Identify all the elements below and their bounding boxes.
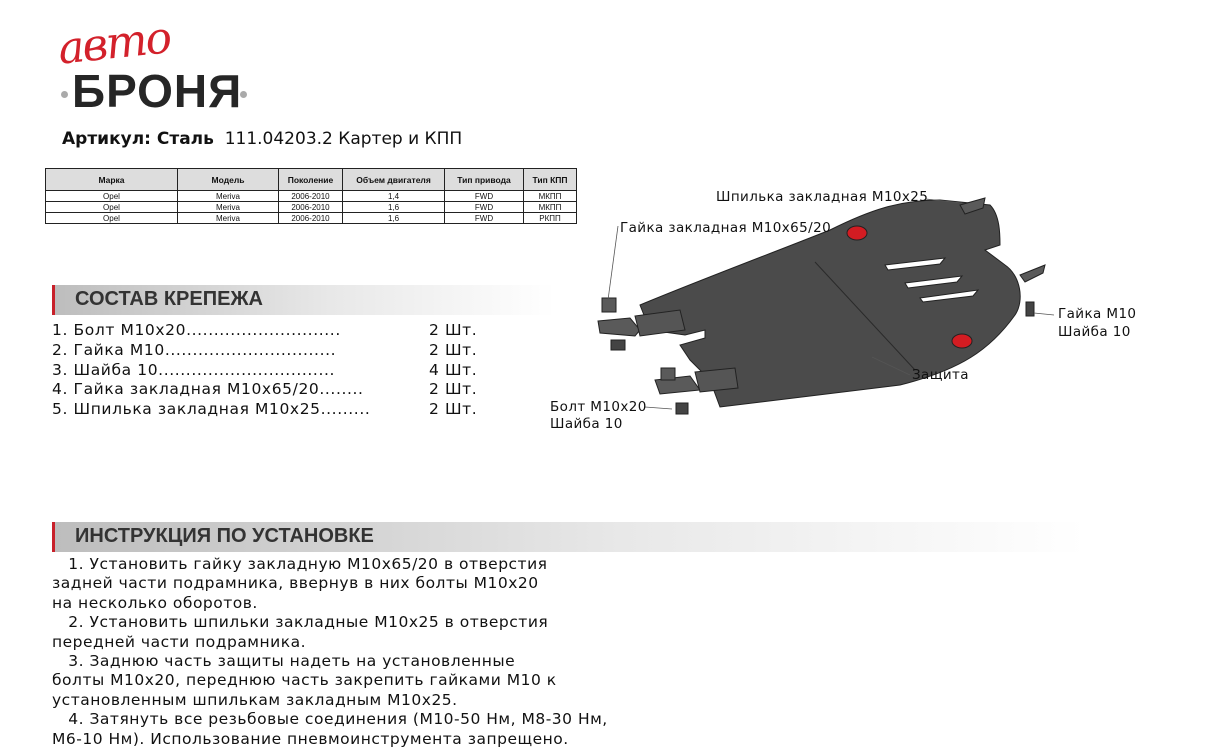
bracket-icon <box>597 317 641 337</box>
fasteners-title: СОСТАВ КРЕПЕЖА <box>75 288 263 310</box>
logo-rivet-icon <box>61 91 68 98</box>
fastener-qty: 2 Шт. <box>429 400 478 418</box>
article-label: Артикул: Сталь <box>62 129 214 149</box>
label-washer-left: Шайба 10 <box>550 416 623 432</box>
article-line: Артикул: Сталь 111.04203.2 Картер и КПП <box>62 129 462 149</box>
article-value: 111.04203.2 Картер и КПП <box>224 129 463 149</box>
instruction-line: установленным шпилькам закладным М10х25. <box>52 690 458 709</box>
instruction-line: передней части подрамника. <box>52 632 306 651</box>
instruction-line: 2. Установить шпильки закладные М10х25 в… <box>52 613 549 632</box>
fastener-name: 3. Шайба 10.............................… <box>52 361 336 379</box>
table-cell: РКПП <box>523 212 577 224</box>
embedded-nut-icon <box>601 297 617 313</box>
bracket-icon <box>694 367 739 393</box>
table-header: Тип привода <box>444 168 524 191</box>
label-washer-right: Шайба 10 <box>1058 324 1131 340</box>
table-header: Марка <box>45 168 178 191</box>
table-header-row: Марка Модель Поколение Объем двигателя Т… <box>45 168 577 191</box>
instruction-line: 3. Заднюю часть защиты надеть на установ… <box>52 652 516 671</box>
guard-plate <box>597 197 1046 415</box>
vehicle-table: Марка Модель Поколение Объем двигателя Т… <box>45 168 577 224</box>
fastener-name: 5. Шпилька закладная М10х25......... <box>52 400 371 418</box>
table-header: Модель <box>177 168 279 191</box>
label-stud: Шпилька закладная М10х25 <box>716 189 929 205</box>
label-embedded-nut: Гайка закладная М10х65/20 <box>620 220 832 236</box>
label-nut: Гайка М10 <box>1058 306 1137 322</box>
instruction-line: 4. Затянуть все резьбовые соединения (М1… <box>52 710 608 729</box>
red-plug-icon <box>951 333 973 349</box>
instruction-line: М6-10 Нм). Использование пневмоинструмен… <box>52 729 569 748</box>
logo-rivet-icon <box>240 91 247 98</box>
instructions-body: 1. Установить гайку закладную М10х65/20 … <box>52 555 608 749</box>
instructions-header: ИНСТРУКЦИЯ ПО УСТАНОВКЕ <box>52 522 1085 552</box>
table-header: Тип КПП <box>523 168 577 191</box>
instructions-title: ИНСТРУКЦИЯ ПО УСТАНОВКЕ <box>75 525 374 547</box>
fastener-qty: 2 Шт. <box>429 380 478 398</box>
stud-icon <box>959 197 986 215</box>
fastener-qty: 2 Шт. <box>429 321 478 339</box>
instruction-line: 1. Установить гайку закладную М10х65/20 … <box>52 555 548 573</box>
fastener-qty: 4 Шт. <box>429 361 478 379</box>
fastener-name: 2. Гайка М10............................… <box>52 341 337 359</box>
leader-lines <box>607 198 1055 410</box>
instruction-line: на несколько оборотов. <box>52 593 258 612</box>
instruction-line: задней части подрамника, ввернув в них б… <box>52 574 539 593</box>
fastener-name: 1. Болт М10х20..........................… <box>52 321 341 339</box>
label-guard: Защита <box>912 367 969 383</box>
nut-icon <box>1025 301 1035 317</box>
stud-icon <box>1019 264 1046 283</box>
bracket-icon <box>634 309 686 337</box>
table-header: Поколение <box>278 168 343 191</box>
embedded-nut-icon <box>660 367 676 381</box>
red-plug-icon <box>846 225 868 241</box>
fasteners-header: СОСТАВ КРЕПЕЖА <box>52 285 555 315</box>
guard-diagram <box>597 197 1055 415</box>
fastener-qty: 2 Шт. <box>429 341 478 359</box>
label-bolt: Болт М10х20 <box>550 399 647 415</box>
table-cell: Opel <box>45 212 178 224</box>
instruction-line: болты М10х20, переднюю часть закрепить г… <box>52 671 557 690</box>
fastener-name: 4. Гайка закладная М10х65/20........ <box>52 380 364 398</box>
logo-main-text: БРОНЯ <box>72 65 243 117</box>
bolt-icon <box>610 339 626 351</box>
bolt-icon <box>675 402 689 415</box>
